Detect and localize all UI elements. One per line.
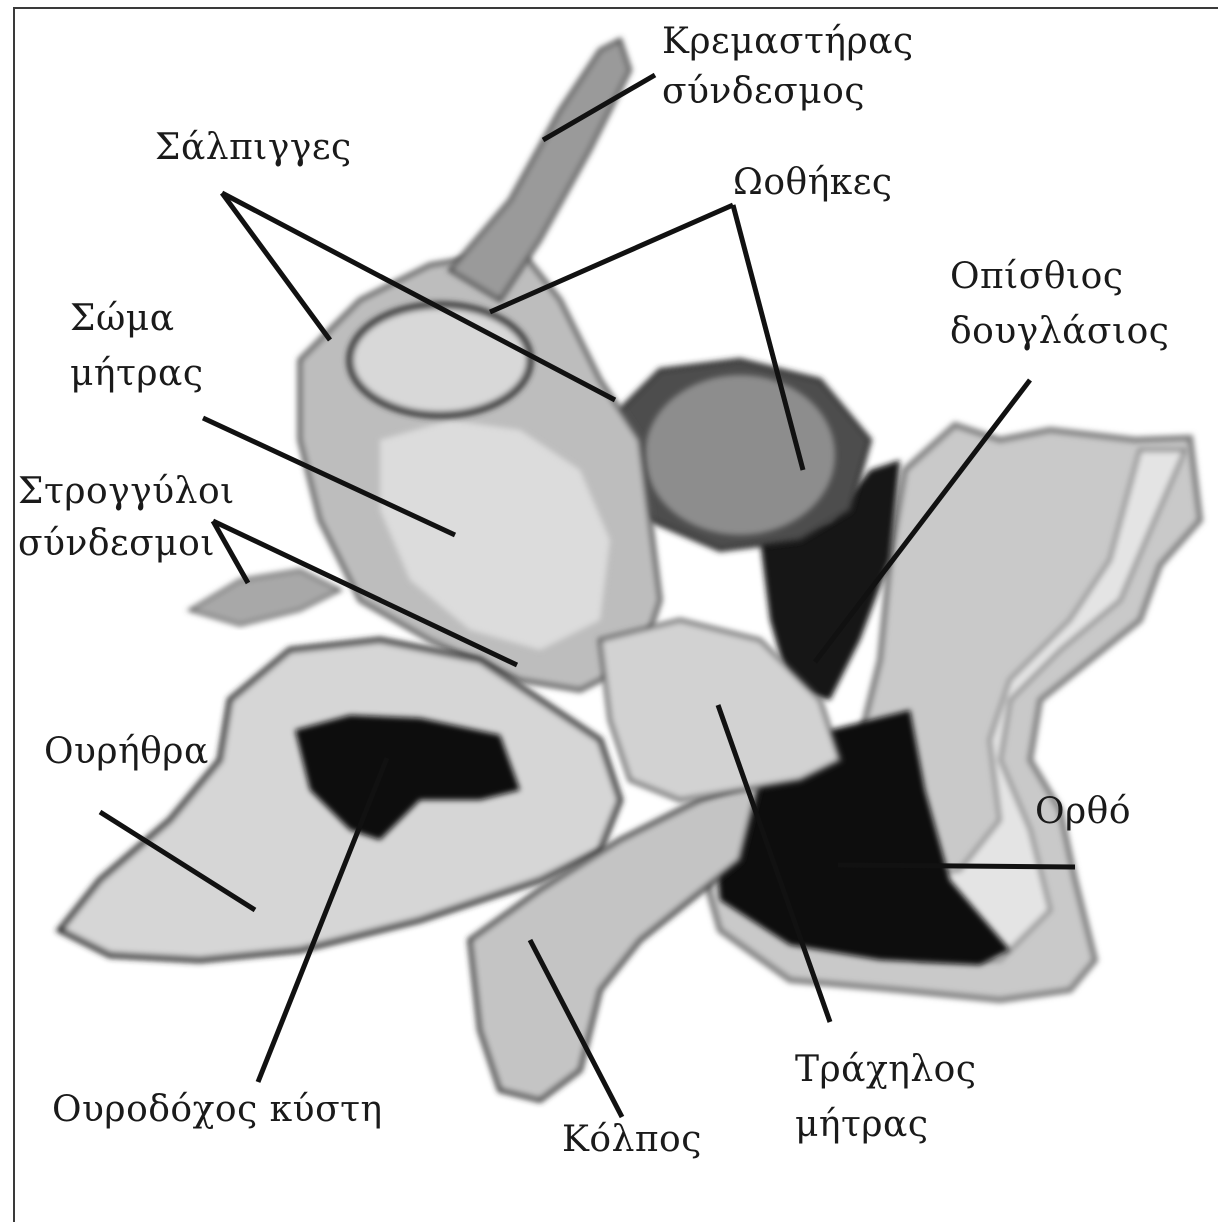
ovary-left bbox=[350, 305, 530, 415]
label-urethra: Ουρήθρα bbox=[44, 730, 209, 774]
label-douglas-line2: δουγλάσιος bbox=[950, 310, 1169, 354]
round-ligament-tail bbox=[190, 570, 340, 625]
label-rectum: Ορθό bbox=[1035, 790, 1131, 834]
label-cremaster-line2: σύνδεσμος bbox=[662, 70, 865, 114]
label-bladder: Ουροδόχος κύστη bbox=[52, 1088, 383, 1132]
label-cervix-line1: Τράχηλος bbox=[795, 1048, 977, 1092]
label-tubes: Σάλπιγγες bbox=[155, 126, 352, 170]
leader-rectum bbox=[838, 865, 1075, 867]
label-cremaster-line1: Κρεμαστήρας bbox=[662, 20, 914, 64]
ovary-right-highlight bbox=[645, 375, 835, 535]
label-douglas-line1: Οπίσθιος bbox=[950, 255, 1124, 299]
label-cervix-line2: μήτρας bbox=[795, 1103, 929, 1147]
label-vagina: Κόλπος bbox=[562, 1118, 702, 1162]
label-round-lig-line1: Στρογγύλοι bbox=[18, 470, 235, 514]
label-ovaries: Ωοθήκες bbox=[733, 161, 893, 205]
label-uterus-body-line1: Σώμα bbox=[70, 297, 175, 341]
leader-tubes-a bbox=[222, 193, 330, 340]
label-uterus-body-line2: μήτρας bbox=[70, 352, 204, 396]
label-round-lig-line2: σύνδεσμοι bbox=[18, 522, 215, 566]
